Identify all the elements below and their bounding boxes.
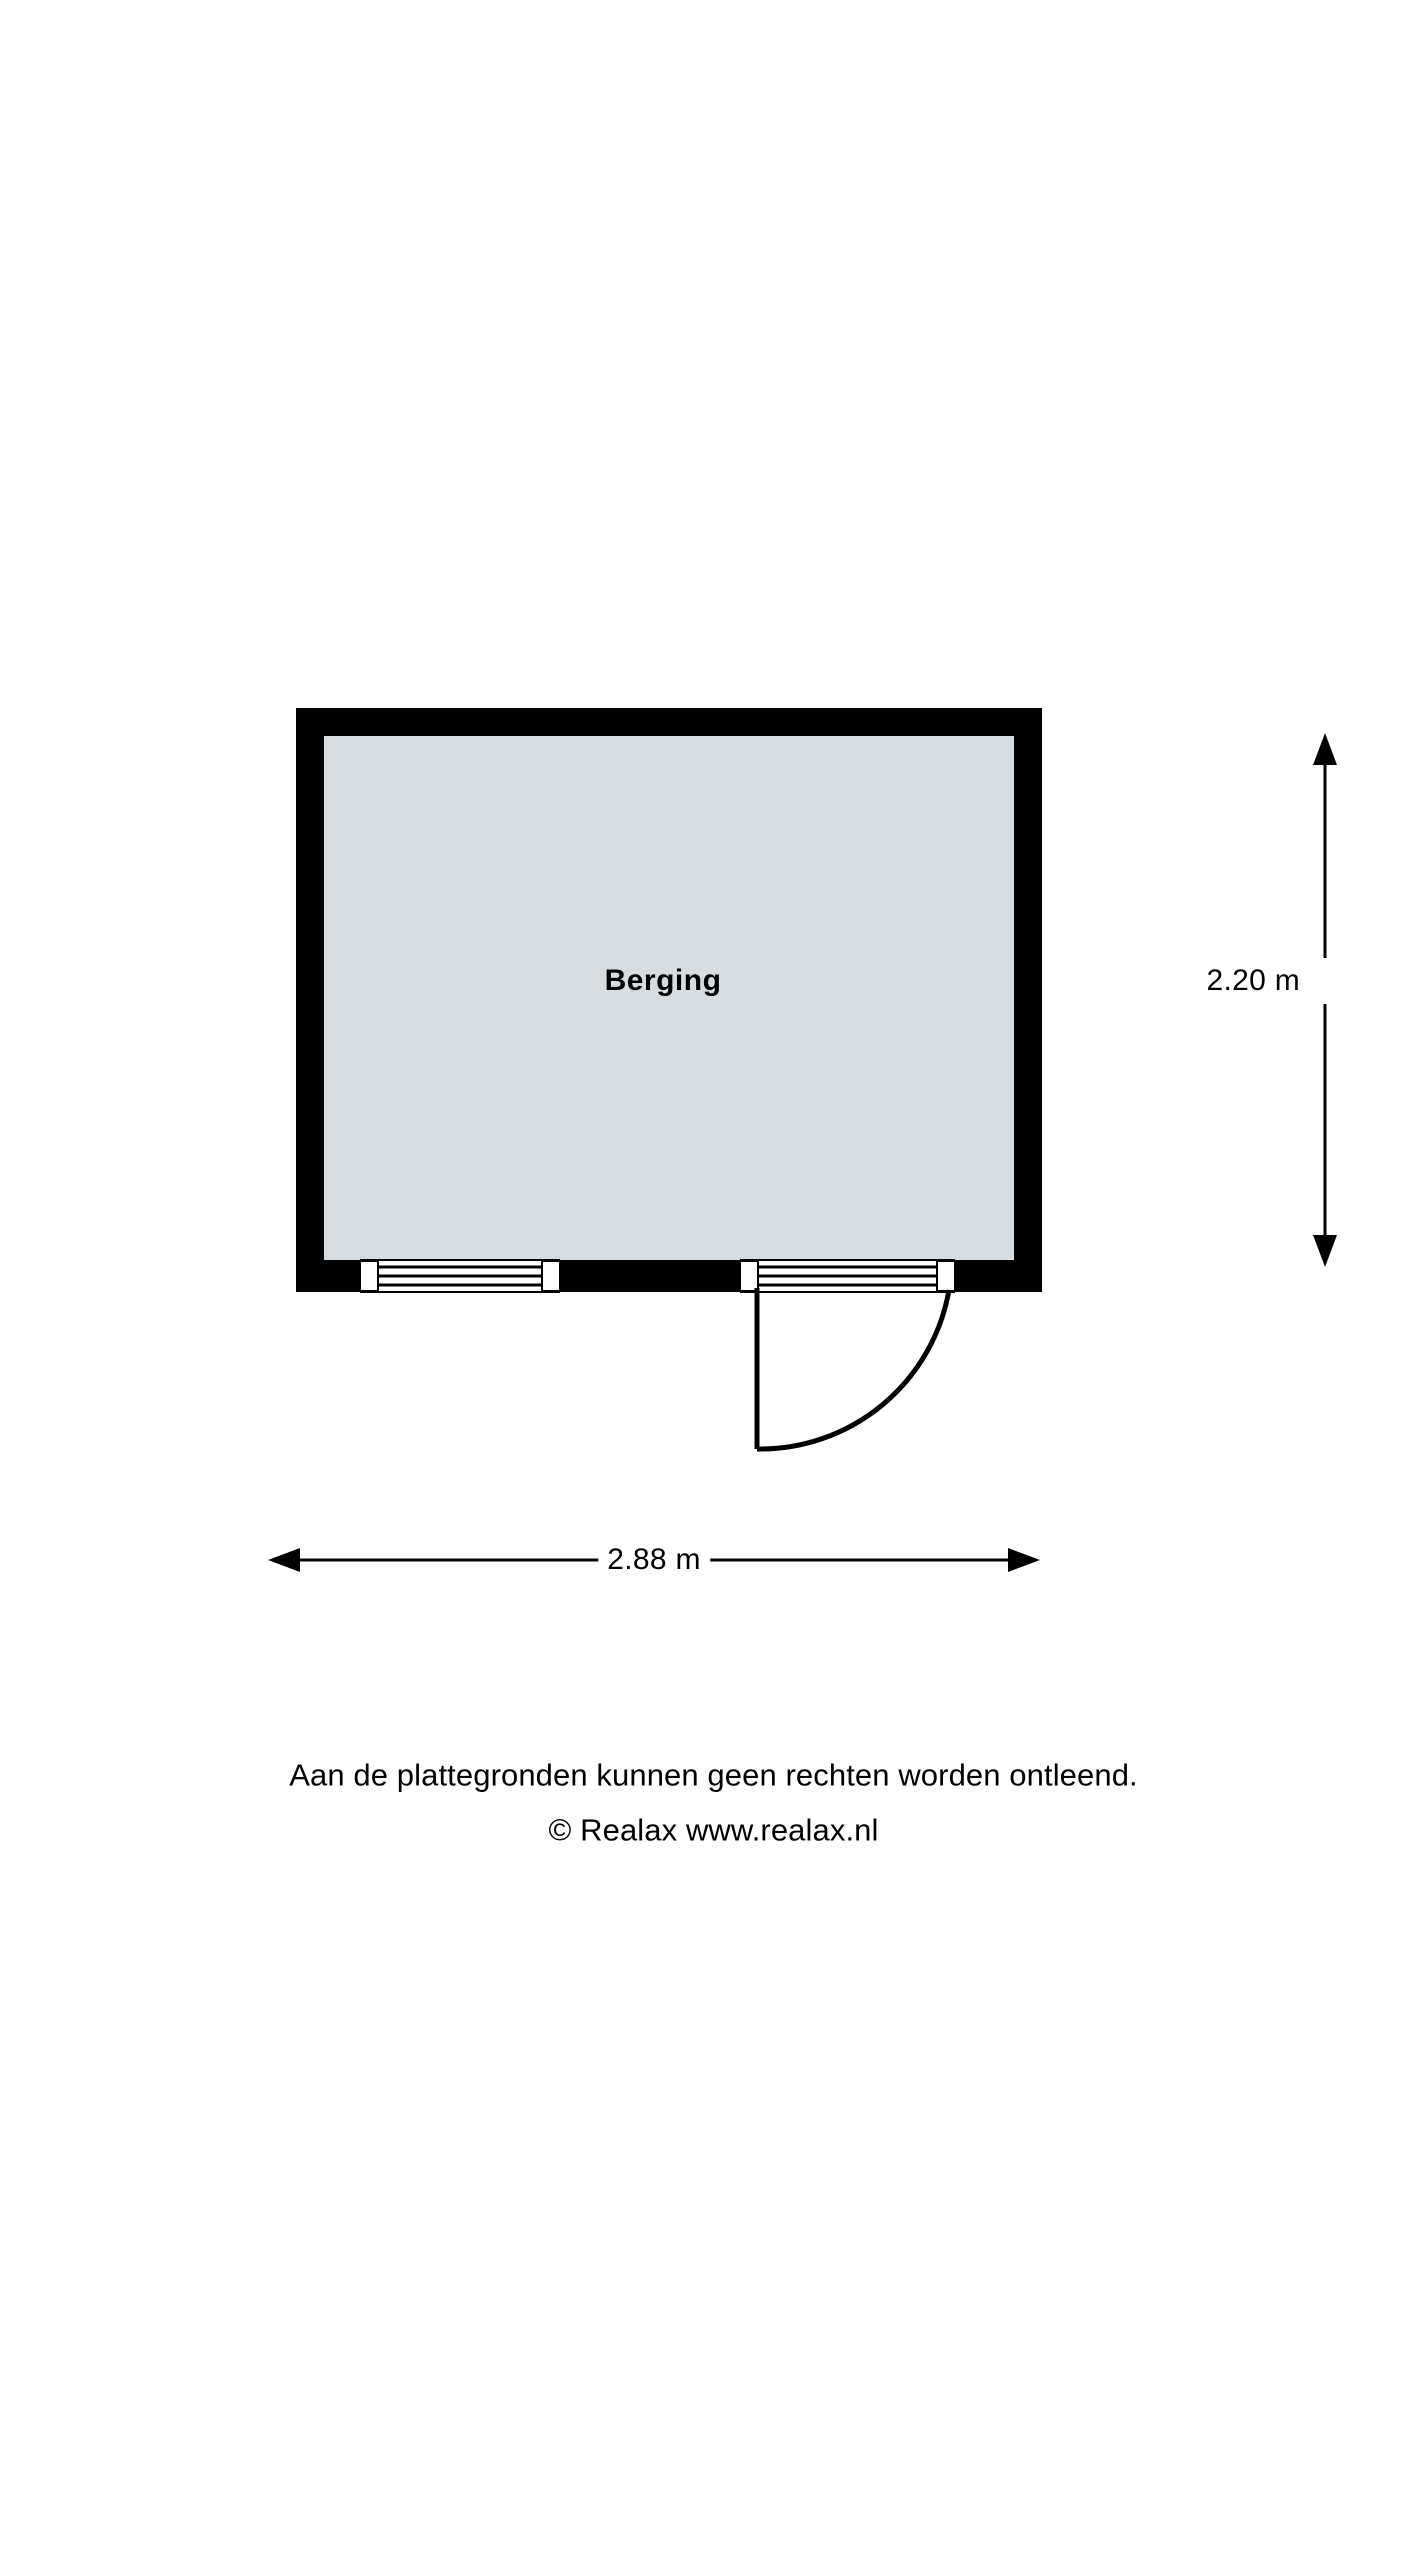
window-right — [739, 1259, 956, 1293]
room-walls — [296, 708, 1042, 1292]
entry-door — [754, 1288, 952, 1452]
window-left — [359, 1259, 561, 1293]
copyright-line: © Realax www.realax.nl — [548, 1812, 879, 1848]
height-dimension-text-gap — [1313, 958, 1337, 1004]
height-dimension-label-offset: 2.20 m — [1196, 966, 1300, 996]
width-dimension-label: 2.88 m — [598, 1545, 710, 1575]
room-label-berging: Berging — [604, 964, 722, 997]
disclaimer-line: Aan de plattegronden kunnen geen rechten… — [289, 1757, 1138, 1793]
